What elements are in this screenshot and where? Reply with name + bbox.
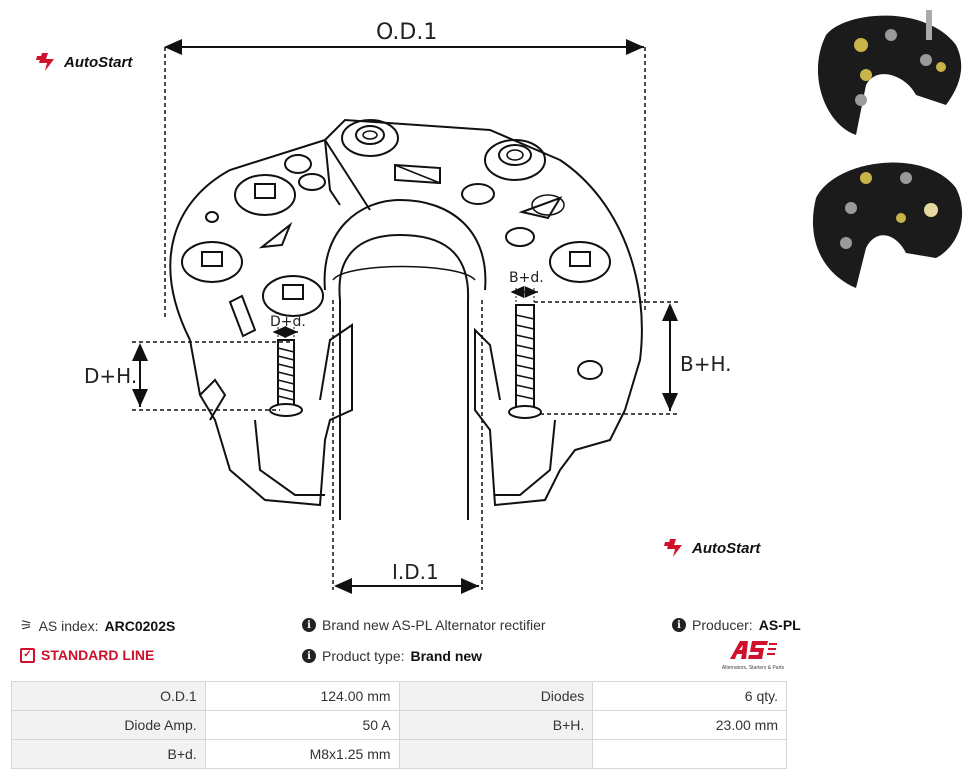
autostart-logo-text: AutoStart <box>692 539 761 557</box>
spec-key: Diodes <box>398 681 594 711</box>
autostart-logo-text: AutoStart <box>64 53 133 71</box>
product-photo-top[interactable] <box>806 5 970 145</box>
spec-key: O.D.1 <box>11 681 206 711</box>
spec-value: 23.00 mm <box>592 710 787 740</box>
info-icon: i <box>672 618 686 632</box>
bd-label: B+d. <box>509 270 544 286</box>
info-icon: i <box>302 649 316 663</box>
description-text: Brand new AS-PL Alternator rectifier <box>322 617 546 633</box>
spec-table: O.D.1 124.00 mm Diodes 6 qty. Diode Amp.… <box>11 681 787 769</box>
dd-label: D+d. <box>270 314 306 330</box>
info-icon: i <box>302 618 316 632</box>
as-index: ⚞ AS index: ARC0202S <box>20 617 175 634</box>
autostart-logo-top: AutoStart <box>36 52 132 72</box>
bh-label: B+H. <box>680 352 732 376</box>
spec-key <box>398 739 594 769</box>
tags-icon: ⚞ <box>20 617 33 633</box>
producer-value: AS-PL <box>758 617 801 633</box>
spec-value: M8x1.25 mm <box>204 739 400 769</box>
dh-label: D+H. <box>84 364 138 388</box>
spec-value: 50 A <box>204 710 400 740</box>
as-pl-logo-mark <box>730 641 777 659</box>
product-description: i Brand new AS-PL Alternator rectifier <box>302 617 546 633</box>
table-row: Diode Amp. 50 A B+H. 23.00 mm <box>11 710 787 740</box>
autostart-logo-icon <box>36 53 54 71</box>
product-type-label: Product type: <box>322 648 405 664</box>
as-pl-logo: Alternators, Starters & Parts <box>716 640 790 671</box>
spec-key: B+H. <box>398 710 594 740</box>
product-type-value: Brand new <box>410 648 483 664</box>
standard-line-text: STANDARD LINE <box>41 647 155 663</box>
autostart-logo-bottom: AutoStart <box>664 538 760 558</box>
od1-label: O.D.1 <box>376 20 438 45</box>
table-row: B+d. M8x1.25 mm <box>11 739 787 769</box>
producer-label: Producer: <box>692 617 753 633</box>
id1-label: I.D.1 <box>392 560 439 584</box>
check-square-icon: ✓ <box>20 647 35 663</box>
autostart-logo-icon <box>664 539 682 557</box>
spec-key: B+d. <box>11 739 206 769</box>
table-row: O.D.1 124.00 mm Diodes 6 qty. <box>11 681 787 711</box>
standard-line-badge: ✓ STANDARD LINE <box>20 647 154 663</box>
product-type: i Product type: Brand new <box>302 648 482 664</box>
as-index-value: ARC0202S <box>104 617 176 634</box>
product-photo-bottom[interactable] <box>806 148 970 298</box>
spec-value <box>592 739 787 769</box>
as-pl-tagline: Alternators, Starters & Parts <box>721 665 785 671</box>
spec-key: Diode Amp. <box>11 710 206 740</box>
producer: i Producer: AS-PL <box>672 617 801 633</box>
spec-value: 6 qty. <box>592 681 787 711</box>
as-index-label: AS index: <box>38 617 99 634</box>
spec-value: 124.00 mm <box>204 681 400 711</box>
rectifier-technical-drawing <box>132 39 680 594</box>
